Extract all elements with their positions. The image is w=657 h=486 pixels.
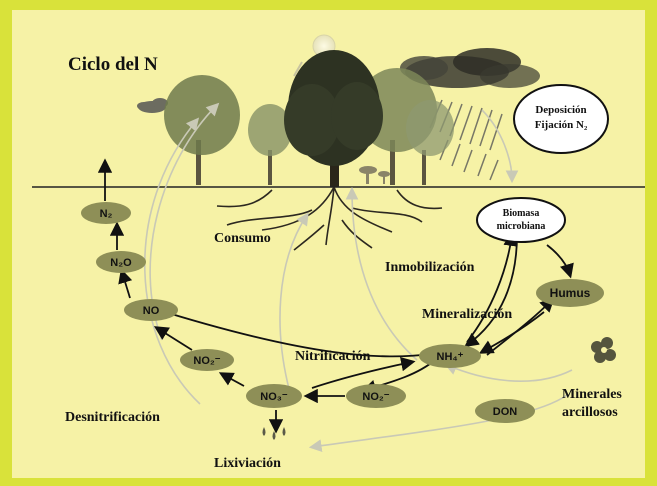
mineralizacion-label: Mineralización [422, 307, 512, 322]
node-nh4: NH₄⁺ [419, 344, 481, 368]
node-n2: N₂ [81, 202, 131, 224]
trees-illustration [164, 50, 454, 187]
node-no3-label: NO₃⁻ [260, 391, 288, 403]
inmobilizacion-label: Inmobilización [385, 260, 475, 275]
clay-minerals-icon [591, 337, 616, 363]
node-no3: NO₃⁻ [246, 384, 302, 408]
deposition-callout: Deposición Fijación N₂ [513, 84, 609, 154]
lixiviacion-label: Lixiviación [214, 456, 281, 471]
diagram-title: Ciclo del N [68, 54, 158, 75]
node-nh4-label: NH₄⁺ [437, 351, 464, 363]
node-no2-right: NO₂⁻ [346, 384, 406, 408]
nitrogen-cycle-diagram: Ciclo del N [32, 34, 645, 471]
cloud-icon [400, 48, 540, 88]
biomass-label-1: Biomasa [503, 208, 540, 219]
consumo-label: Consumo [214, 231, 271, 246]
biomass-label-2: microbiana [497, 221, 546, 232]
node-n2-label: N₂ [100, 208, 113, 220]
node-n2o-label: N₂O [110, 257, 132, 269]
node-don-label: DON [493, 406, 518, 418]
node-n2o: N₂O [96, 251, 146, 273]
diagram-frame: Ciclo del N [12, 10, 645, 478]
node-no2-left-label: NO₂⁻ [193, 355, 220, 367]
biomass-callout: Biomasa microbiana [476, 197, 566, 243]
node-don: DON [475, 399, 535, 423]
small-cloud-icon [137, 98, 168, 113]
node-no-label: NO [143, 305, 160, 317]
node-humus-label: Humus [550, 286, 591, 300]
minerales-label-1: Minerales [562, 387, 622, 402]
nitrificacion-label: Nitrificación [295, 349, 371, 364]
node-no2-right-label: NO₂⁻ [362, 391, 389, 403]
desnitrificacion-label: Desnitrificación [65, 410, 160, 425]
deposition-label-1: Deposición [535, 104, 586, 116]
droplets-icon [262, 427, 286, 440]
minerales-label-2: arcillosos [562, 405, 618, 420]
node-no: NO [124, 299, 178, 321]
node-humus: Humus [536, 279, 604, 307]
deposition-label-2: Fijación N₂ [535, 119, 588, 131]
node-no2-left: NO₂⁻ [180, 349, 234, 371]
